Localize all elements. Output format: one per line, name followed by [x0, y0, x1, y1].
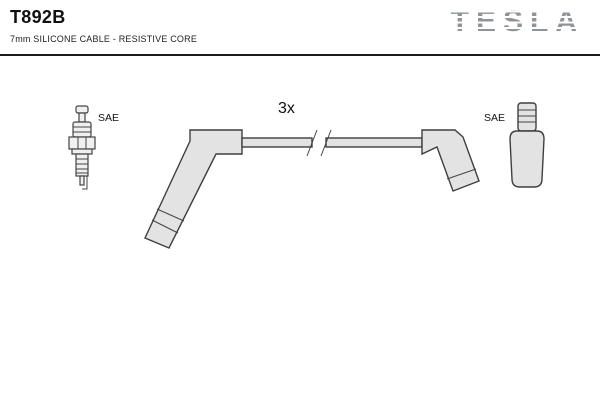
left-boot-collar-line: [156, 208, 185, 222]
right-boot-collar-line: [446, 168, 477, 180]
spark-plug-icon: [68, 105, 96, 190]
product-subtitle: 7mm SILICONE CABLE - RESISTIVE CORE: [10, 34, 198, 44]
spark-plug-sae-label: SAE: [98, 112, 119, 124]
right-boot: [421, 129, 480, 192]
brand-logo: TESLA: [450, 5, 584, 38]
quantity-label: 3x: [278, 100, 295, 117]
part-number: T892B: [10, 7, 66, 27]
cable-segment-left: [241, 137, 313, 148]
brand-logo-text: TESLA: [450, 5, 584, 38]
left-boot: [144, 129, 243, 249]
cable-segment-right: [325, 137, 423, 148]
cable-break-icon: [306, 129, 332, 157]
ignition-cable: [144, 129, 480, 249]
coil-sae-label: SAE: [484, 112, 505, 124]
coil-connector-icon: [509, 102, 545, 188]
left-boot-collar-line2: [151, 219, 179, 234]
header-left: T892B 7mm SILICONE CABLE - RESISTIVE COR…: [10, 7, 197, 44]
ignition-cable-diagram: SAE 3x SA: [68, 100, 545, 249]
header: T892B 7mm SILICONE CABLE - RESISTIVE COR…: [0, 0, 600, 56]
